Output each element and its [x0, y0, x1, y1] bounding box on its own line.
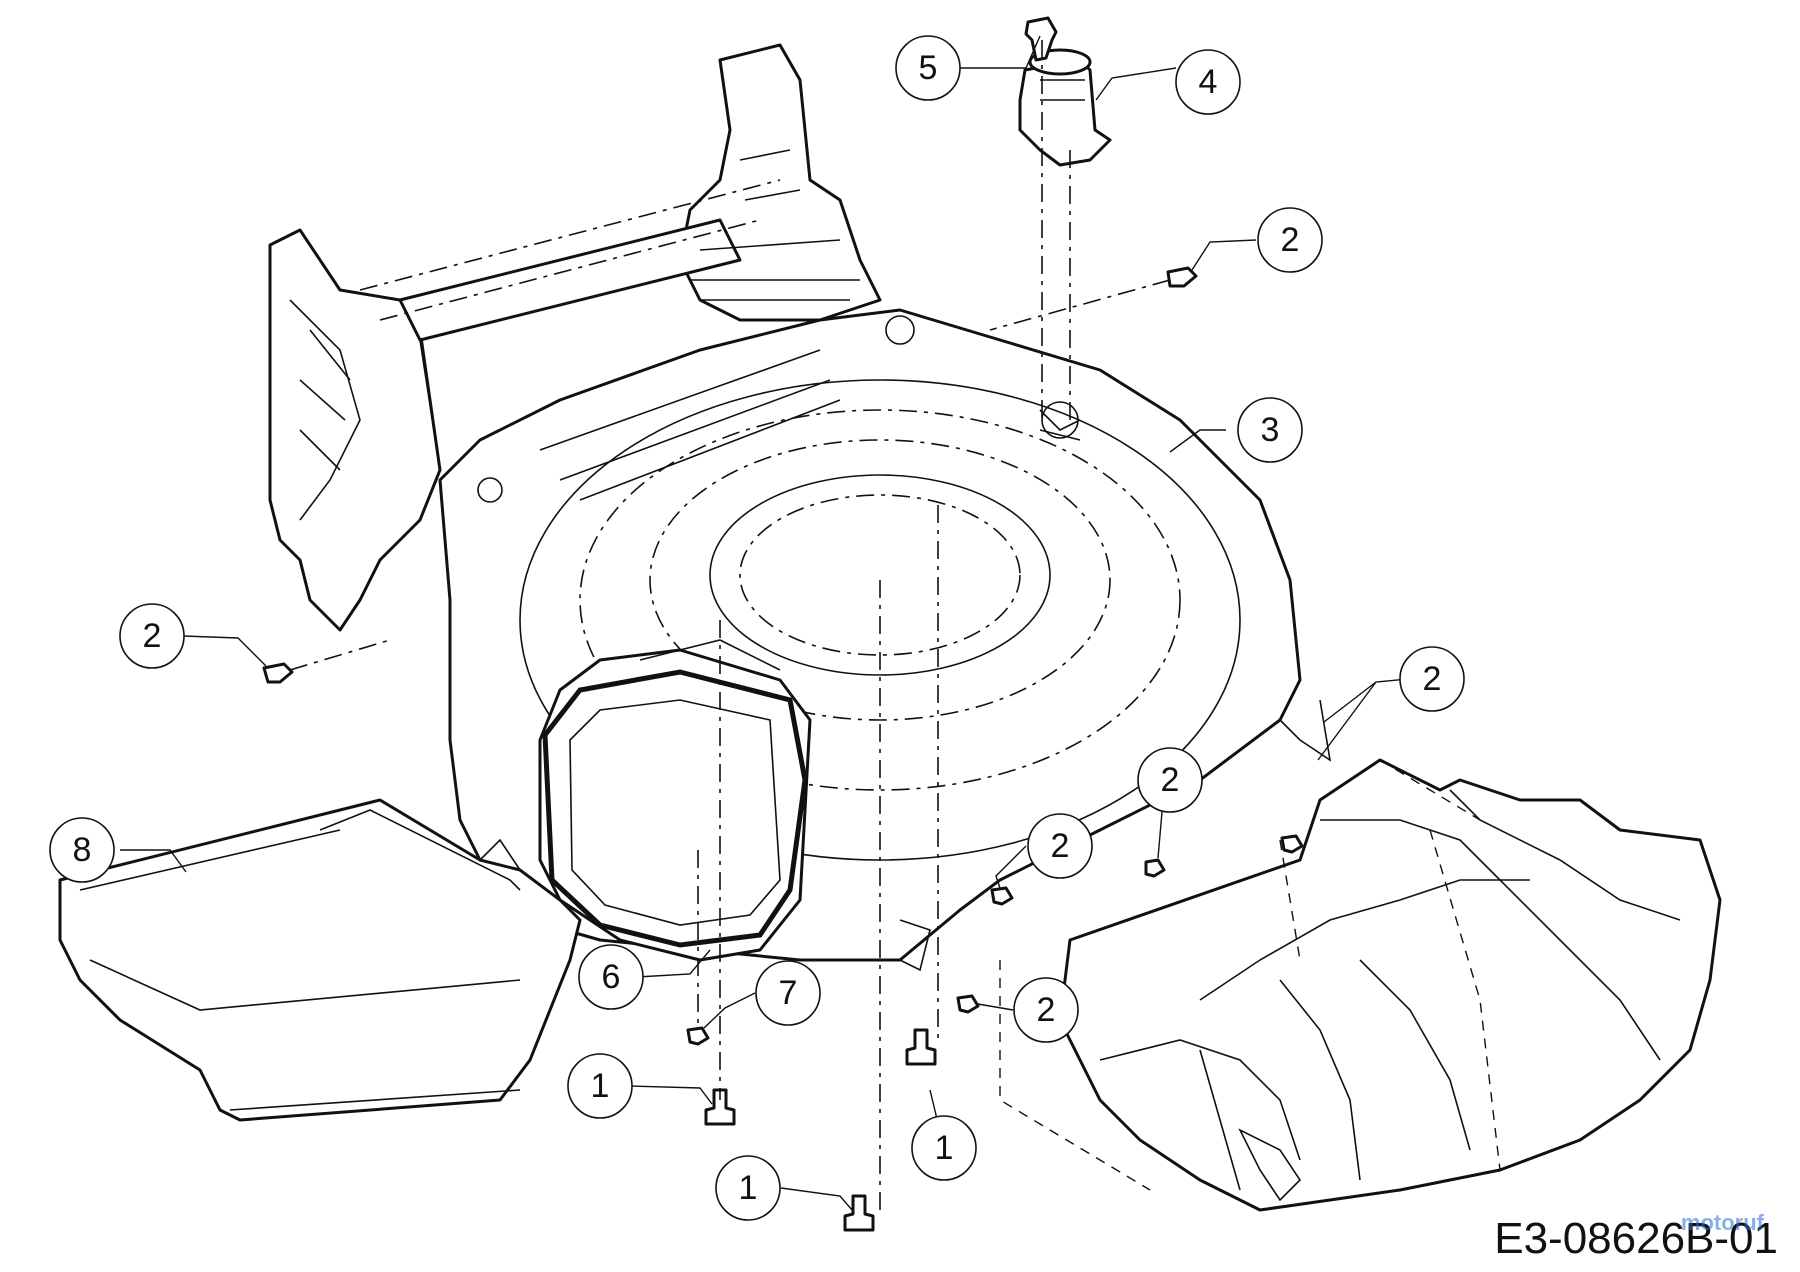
callout-2-side-b-label: 2: [1161, 761, 1180, 799]
front-skirt: [1058, 758, 1722, 1212]
washout-adapter: [1018, 48, 1112, 167]
callout-4: 4: [1175, 49, 1241, 115]
callout-1-bottom: 1: [715, 1155, 781, 1221]
callout-2-side-b: 2: [1137, 747, 1203, 813]
bolt-1a: [704, 1088, 736, 1126]
bolt-1b: [905, 1028, 937, 1066]
callout-1-bottom-label: 1: [739, 1169, 758, 1207]
mulch-cover: [58, 798, 582, 1122]
bolt-1c: [843, 1194, 875, 1232]
callout-2-right: 2: [1399, 646, 1465, 712]
screw-5: [1024, 16, 1058, 62]
assembly-axes: [289, 40, 1501, 1210]
callout-2-side-a: 2: [1027, 813, 1093, 879]
callout-2-right-label: 2: [1423, 660, 1442, 698]
screw-2-bottom: [956, 994, 980, 1014]
screw-2-top: [1166, 266, 1198, 288]
screw-2-left: [262, 662, 294, 684]
callout-5: 5: [895, 35, 961, 101]
callout-3: 3: [1237, 397, 1303, 463]
callout-2-left: 2: [119, 603, 185, 669]
callout-2-bottom: 2: [1013, 977, 1079, 1043]
callout-1-right-label: 1: [935, 1129, 954, 1167]
screw-2-side-b: [1144, 858, 1166, 878]
discharge-flap: [538, 639, 812, 962]
screw-2-side-a: [990, 886, 1014, 906]
callout-2-top: 2: [1257, 207, 1323, 273]
callout-4-label: 4: [1199, 63, 1218, 101]
callout-6-label: 6: [602, 958, 621, 996]
callout-5-label: 5: [919, 49, 938, 87]
callout-6: 6: [578, 944, 644, 1010]
callout-2-top-label: 2: [1281, 221, 1300, 259]
callout-2-bottom-label: 2: [1037, 991, 1056, 1029]
callout-8: 8: [49, 817, 115, 883]
handle-frame: [268, 43, 882, 632]
callout-2-side-a-label: 2: [1051, 827, 1070, 865]
screw-7: [686, 1026, 710, 1046]
callout-3-label: 3: [1261, 411, 1280, 449]
screw-2-right: [1280, 834, 1304, 854]
drawing-number: E3-08626B-01: [1494, 1214, 1778, 1263]
watermark: motoruf: [1680, 1210, 1764, 1235]
callout-1-left: 1: [567, 1053, 633, 1119]
callout-1-right: 1: [911, 1115, 977, 1181]
callout-8-label: 8: [73, 831, 92, 869]
callout-7: 7: [755, 960, 821, 1026]
callout-2-left-label: 2: [143, 617, 162, 655]
callout-1-left-label: 1: [591, 1067, 610, 1105]
callout-7-label: 7: [779, 974, 798, 1012]
